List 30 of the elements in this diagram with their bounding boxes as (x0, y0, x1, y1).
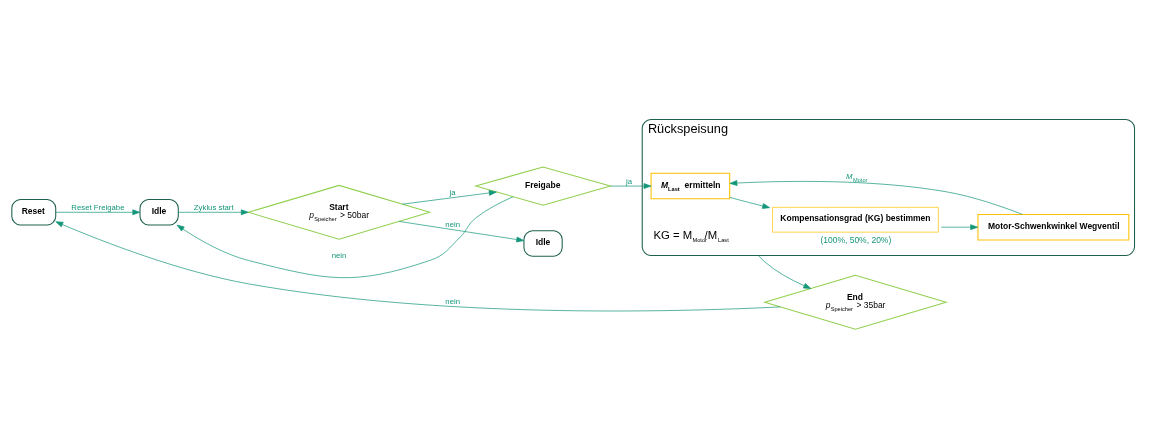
node-box: Motor-Schwenkwinkel Wegventil (977, 213, 1130, 241)
arrow (402, 190, 497, 205)
arrow (758, 255, 812, 289)
arrow (55, 221, 781, 312)
node-box: Idle (139, 199, 179, 226)
arrow (610, 183, 652, 189)
edge-label: nein (445, 220, 461, 230)
arrow (176, 196, 514, 278)
node-diamond: Freigabe (473, 166, 613, 206)
edge-label: ja (449, 188, 456, 198)
edge-label: M$_{Motor}$ (845, 171, 868, 183)
arrow (729, 180, 1023, 215)
label: KG = M$_{Motor}$/M$_{Last}$ (653, 229, 729, 244)
arrow (55, 209, 141, 216)
edge-label: nein (331, 251, 347, 261)
arrow (729, 197, 771, 209)
edge-label: Reset Freigabe (71, 203, 125, 213)
arrow (177, 209, 249, 216)
arrow (940, 224, 979, 230)
arrow (398, 221, 525, 243)
node-box: Reset (11, 199, 57, 226)
node-diamond: Start p$_{Speicher}$ > 50bar (246, 184, 432, 240)
node-diamond: End p$_{Speicher}$ > 35bar (762, 274, 948, 330)
node-box: Kompensationsgrad (KG) bestimmen (772, 206, 939, 233)
edge-label: ja (625, 176, 632, 186)
node-label: (100%, 50%, 20%) (820, 235, 892, 246)
edge-label: nein (445, 296, 461, 306)
node-box: Idle (523, 230, 563, 257)
node-box: M$_{Last}$ ermitteln (650, 172, 731, 200)
edge-label: Zyklus start (193, 203, 234, 213)
